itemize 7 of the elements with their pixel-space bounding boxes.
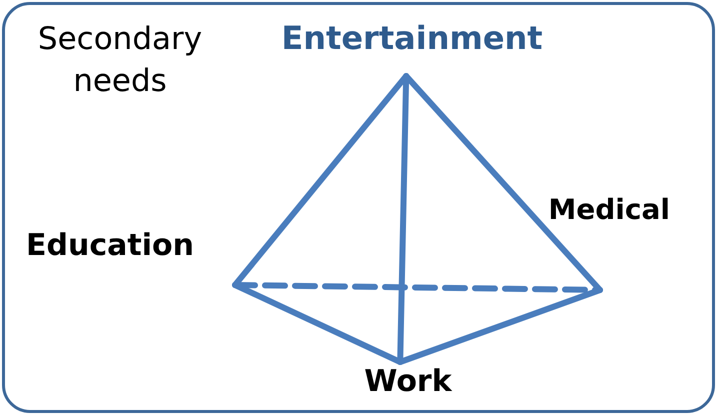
heading-text: Secondary needs (36, 20, 204, 101)
vertex-label: Work (364, 363, 452, 401)
vertex-label: Entertainment (281, 18, 543, 58)
dashed-line (232, 282, 603, 293)
connector-line (397, 287, 603, 365)
vertex-label: Education (26, 227, 194, 265)
vertex-label: Medical (548, 192, 670, 228)
